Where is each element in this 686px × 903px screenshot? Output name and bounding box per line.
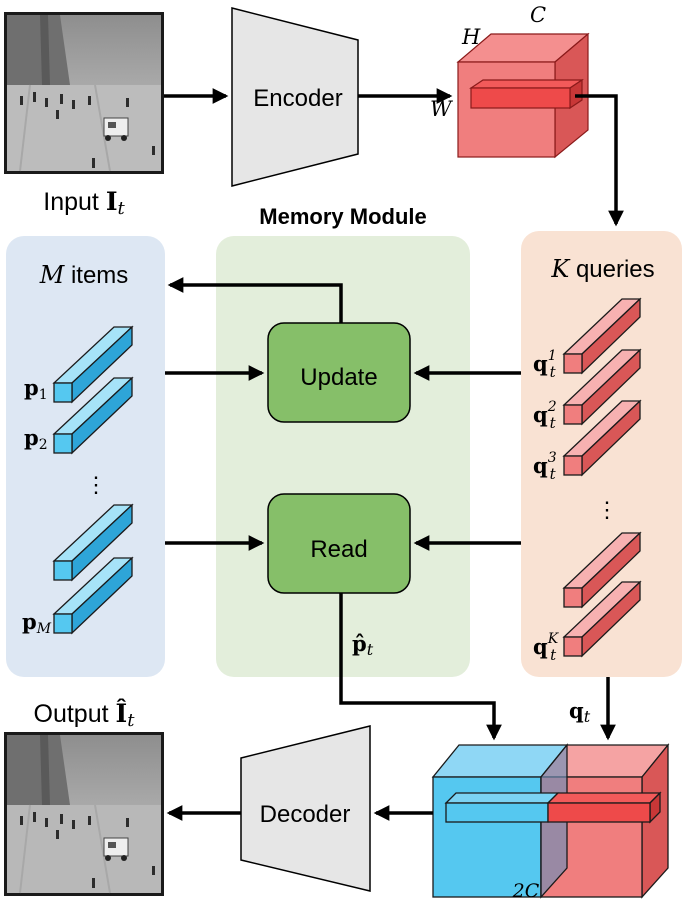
cube-dim-h: H xyxy=(461,25,481,49)
query-bar-1 xyxy=(562,297,642,375)
input-frame-image xyxy=(4,12,164,174)
memory-module-panel xyxy=(216,236,470,677)
arrow-update-to-items xyxy=(167,277,343,323)
output-label: Output Ît xyxy=(34,699,136,731)
flow-arrows xyxy=(164,88,624,821)
feature-cube xyxy=(456,32,590,159)
memory-items-ellipsis: ⋮ xyxy=(85,473,107,498)
update-box xyxy=(267,322,411,423)
queries-title: K queries xyxy=(550,255,654,283)
update-label: Update xyxy=(300,364,377,391)
memory-item-bar-3 xyxy=(52,503,134,582)
concat-cube xyxy=(431,743,670,899)
memory-item-bar-2 xyxy=(52,376,134,455)
memory-item-bar-1 xyxy=(52,325,134,404)
query-bar-4 xyxy=(562,531,642,609)
read-label: Read xyxy=(310,536,367,563)
decoder-label: Decoder xyxy=(260,801,351,828)
output-frame-image xyxy=(4,732,164,896)
input-label: Input It xyxy=(43,187,125,219)
query-bar-2 xyxy=(562,348,642,426)
query-bar-k xyxy=(562,580,642,658)
query-output-label: qt xyxy=(569,698,591,726)
read-box xyxy=(267,493,411,594)
decoder-block xyxy=(240,725,371,892)
arrow-cube-to-queries xyxy=(575,94,624,227)
encoder-block xyxy=(231,7,359,187)
memory-module-title: Memory Module xyxy=(259,204,426,229)
cube-dim-w: W xyxy=(430,97,454,121)
arrow-read-to-concat xyxy=(339,593,502,741)
concat-cube-label: 2C xyxy=(512,880,540,902)
memory-item-bar-m xyxy=(52,556,134,635)
queries-ellipsis: ⋮ xyxy=(596,498,618,523)
query-bar-3 xyxy=(562,399,642,477)
encoder-label: Encoder xyxy=(253,85,342,112)
cube-dim-c: C xyxy=(530,3,546,27)
memory-item-label-m: pM xyxy=(22,609,52,637)
read-output-label: p̂t xyxy=(352,631,374,659)
memory-item-label-2: p2 xyxy=(24,425,48,453)
memory-item-label-1: p1 xyxy=(24,375,48,403)
memory-items-title: M items xyxy=(39,261,129,289)
